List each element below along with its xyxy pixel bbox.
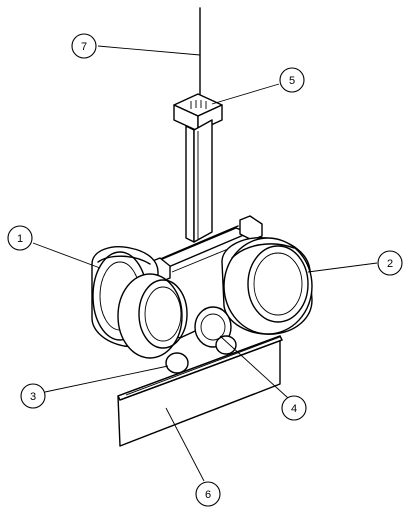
callout-label-4: 4 — [291, 403, 297, 415]
callout-label-2: 2 — [387, 258, 393, 270]
leader-4 — [219, 335, 289, 399]
callout-label-7: 7 — [81, 41, 87, 53]
callout-3: 3 — [20, 383, 46, 409]
leader-5 — [211, 83, 280, 105]
vertical-strip — [185, 119, 213, 243]
right-wheel — [221, 237, 313, 335]
leader-lines — [32, 45, 378, 482]
callout-5: 5 — [279, 67, 305, 93]
callout-label-1: 1 — [17, 233, 23, 245]
callout-2: 2 — [377, 250, 403, 276]
callout-1: 1 — [7, 225, 33, 251]
leader-3 — [44, 365, 169, 393]
top-connector-block — [173, 93, 223, 132]
callout-7: 7 — [71, 33, 97, 59]
callout-label-6: 6 — [205, 489, 211, 501]
callout-label-3: 3 — [30, 391, 36, 403]
small-roller — [165, 335, 237, 374]
bottom-plate — [117, 335, 283, 447]
callout-4: 4 — [281, 395, 307, 421]
callout-6: 6 — [195, 481, 221, 507]
leader-1 — [32, 242, 101, 269]
leader-7 — [97, 45, 201, 56]
leader-2 — [307, 262, 378, 273]
callout-label-5: 5 — [289, 75, 295, 87]
left-wheel — [91, 246, 188, 359]
leader-6 — [165, 407, 205, 482]
